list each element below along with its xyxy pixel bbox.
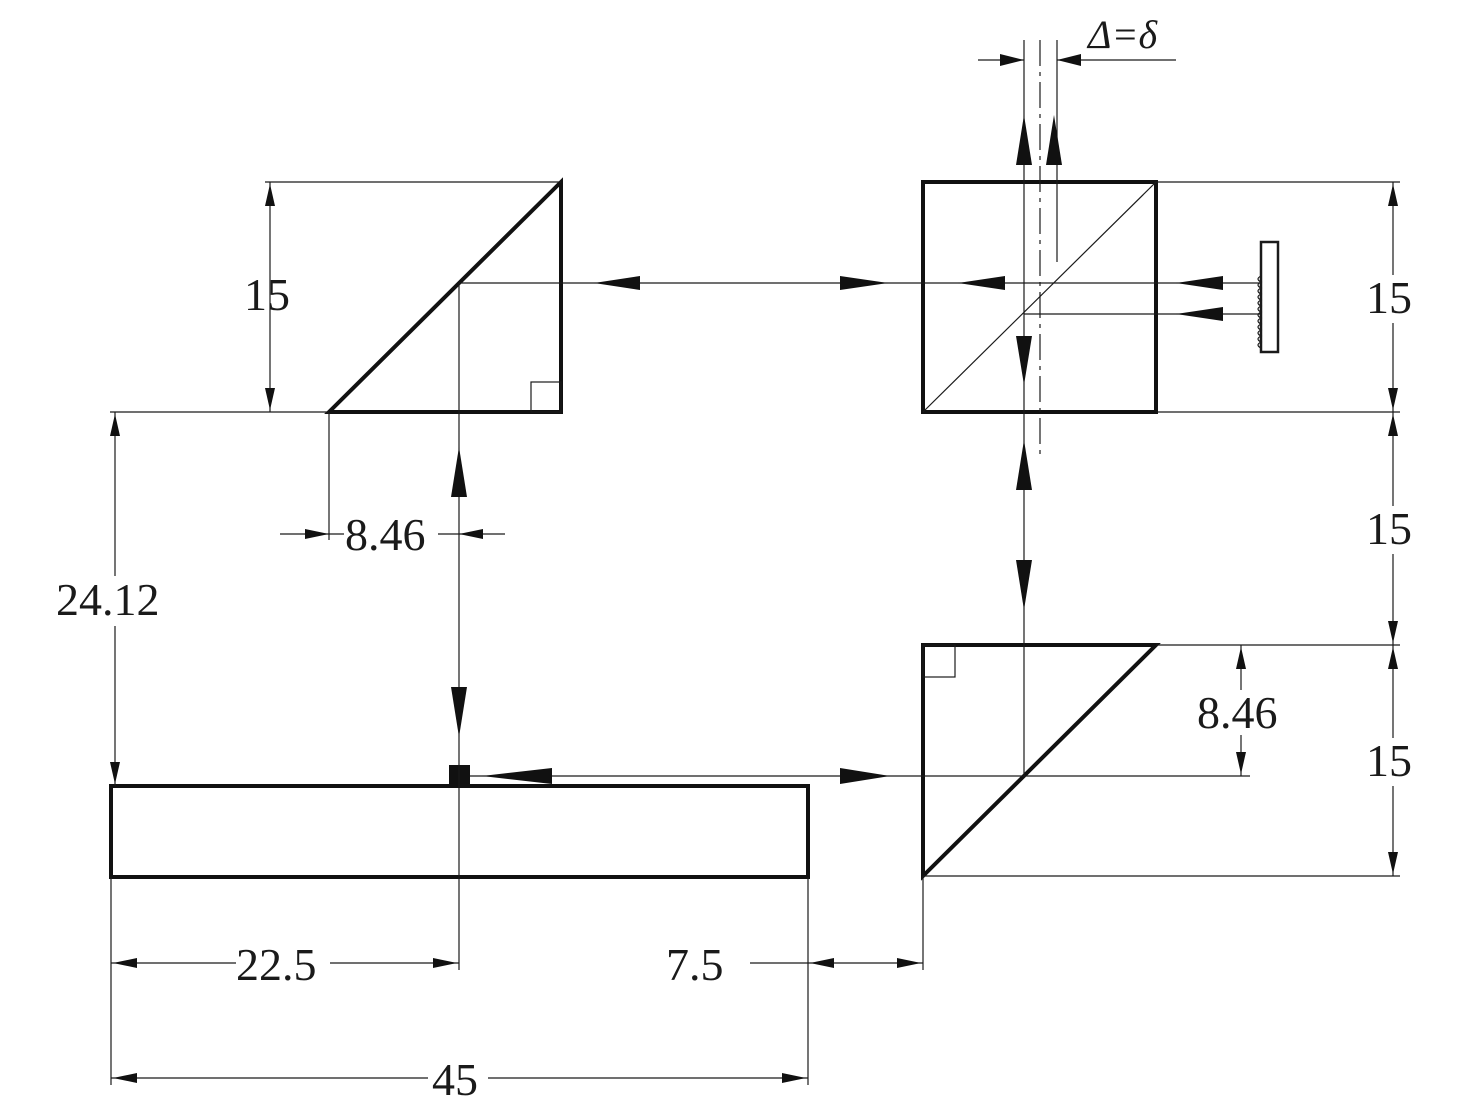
arrow-up-icon — [1388, 414, 1398, 436]
dim-prism-to-sensor-height: 24.12 — [56, 412, 170, 786]
beam-paths — [458, 40, 1261, 970]
arrow-right-icon — [1000, 54, 1024, 66]
arrow-down-icon — [1016, 560, 1032, 610]
arrow-right-icon — [897, 958, 921, 968]
arrow-left-icon — [113, 958, 137, 968]
arrow-down-icon — [110, 762, 120, 784]
dim-right-stack: 15 15 15 — [923, 181, 1422, 877]
arrow-left-icon — [594, 276, 640, 290]
arrow-left-icon — [958, 276, 1005, 290]
dim-label: 24.12 — [56, 574, 160, 625]
dim-label: 22.5 — [236, 939, 317, 990]
arrow-up-icon — [451, 447, 467, 497]
arrow-left-icon — [113, 1073, 137, 1083]
dim-label: 7.5 — [666, 939, 724, 990]
right-angle-marker — [922, 644, 956, 678]
arrow-up-icon — [1016, 115, 1032, 165]
dim-label: 8.46 — [1197, 687, 1278, 738]
arrow-down-icon — [1388, 852, 1398, 874]
arrow-down-icon — [1388, 388, 1398, 410]
arrow-left-icon — [1057, 54, 1081, 66]
arrow-up-icon — [1388, 647, 1398, 669]
light-source-grating — [1257, 240, 1280, 354]
arrow-right-icon — [782, 1073, 806, 1083]
right-angle-marker — [530, 381, 562, 413]
arrow-right-icon — [305, 529, 329, 539]
arrow-down-icon — [451, 687, 467, 737]
arrow-down-icon — [265, 388, 275, 410]
arrow-up-icon — [1046, 115, 1062, 165]
bottom-right-right-angle-prism — [921, 643, 1161, 881]
arrow-left-icon — [1176, 307, 1223, 321]
arrow-left-icon — [459, 529, 483, 539]
dim-label: 15 — [1366, 735, 1412, 786]
dim-left-offset: 8.46 — [280, 412, 505, 560]
arrow-down-icon — [1236, 752, 1246, 774]
shift-label: Δ=δ — [1086, 12, 1158, 57]
dim-sensor-width: 45 — [111, 1054, 808, 1105]
dim-top-left-prism-height: 15 — [110, 181, 561, 413]
arrow-down-icon — [1388, 621, 1398, 643]
dim-right-offset: 8.46 — [1197, 645, 1278, 776]
top-left-right-angle-prism — [324, 177, 563, 414]
arrow-left-icon — [1176, 276, 1223, 290]
arrow-up-icon — [1388, 184, 1398, 206]
dim-sensor-to-prism-gap: 7.5 — [666, 876, 924, 1085]
shift-dimension: Δ=δ — [978, 12, 1176, 66]
arrow-right-icon — [433, 958, 457, 968]
dim-label: 15 — [1366, 272, 1412, 323]
dim-sensor-half-width: 22.5 — [110, 877, 459, 1085]
arrow-up-icon — [110, 414, 120, 436]
dim-label: 8.46 — [345, 509, 426, 560]
arrow-up-icon — [1016, 440, 1032, 490]
arrow-right-icon — [840, 768, 890, 784]
arrow-up-icon — [265, 184, 275, 206]
arrow-left-icon — [482, 768, 552, 784]
arrow-down-icon — [1016, 336, 1032, 385]
dim-label: 15 — [1366, 503, 1412, 554]
arrow-right-icon — [840, 276, 888, 290]
dim-label: 15 — [244, 269, 290, 320]
arrow-left-icon — [810, 958, 834, 968]
dim-label: 45 — [432, 1054, 478, 1105]
arrowheads — [451, 115, 1223, 784]
arrow-up-icon — [1236, 647, 1246, 669]
